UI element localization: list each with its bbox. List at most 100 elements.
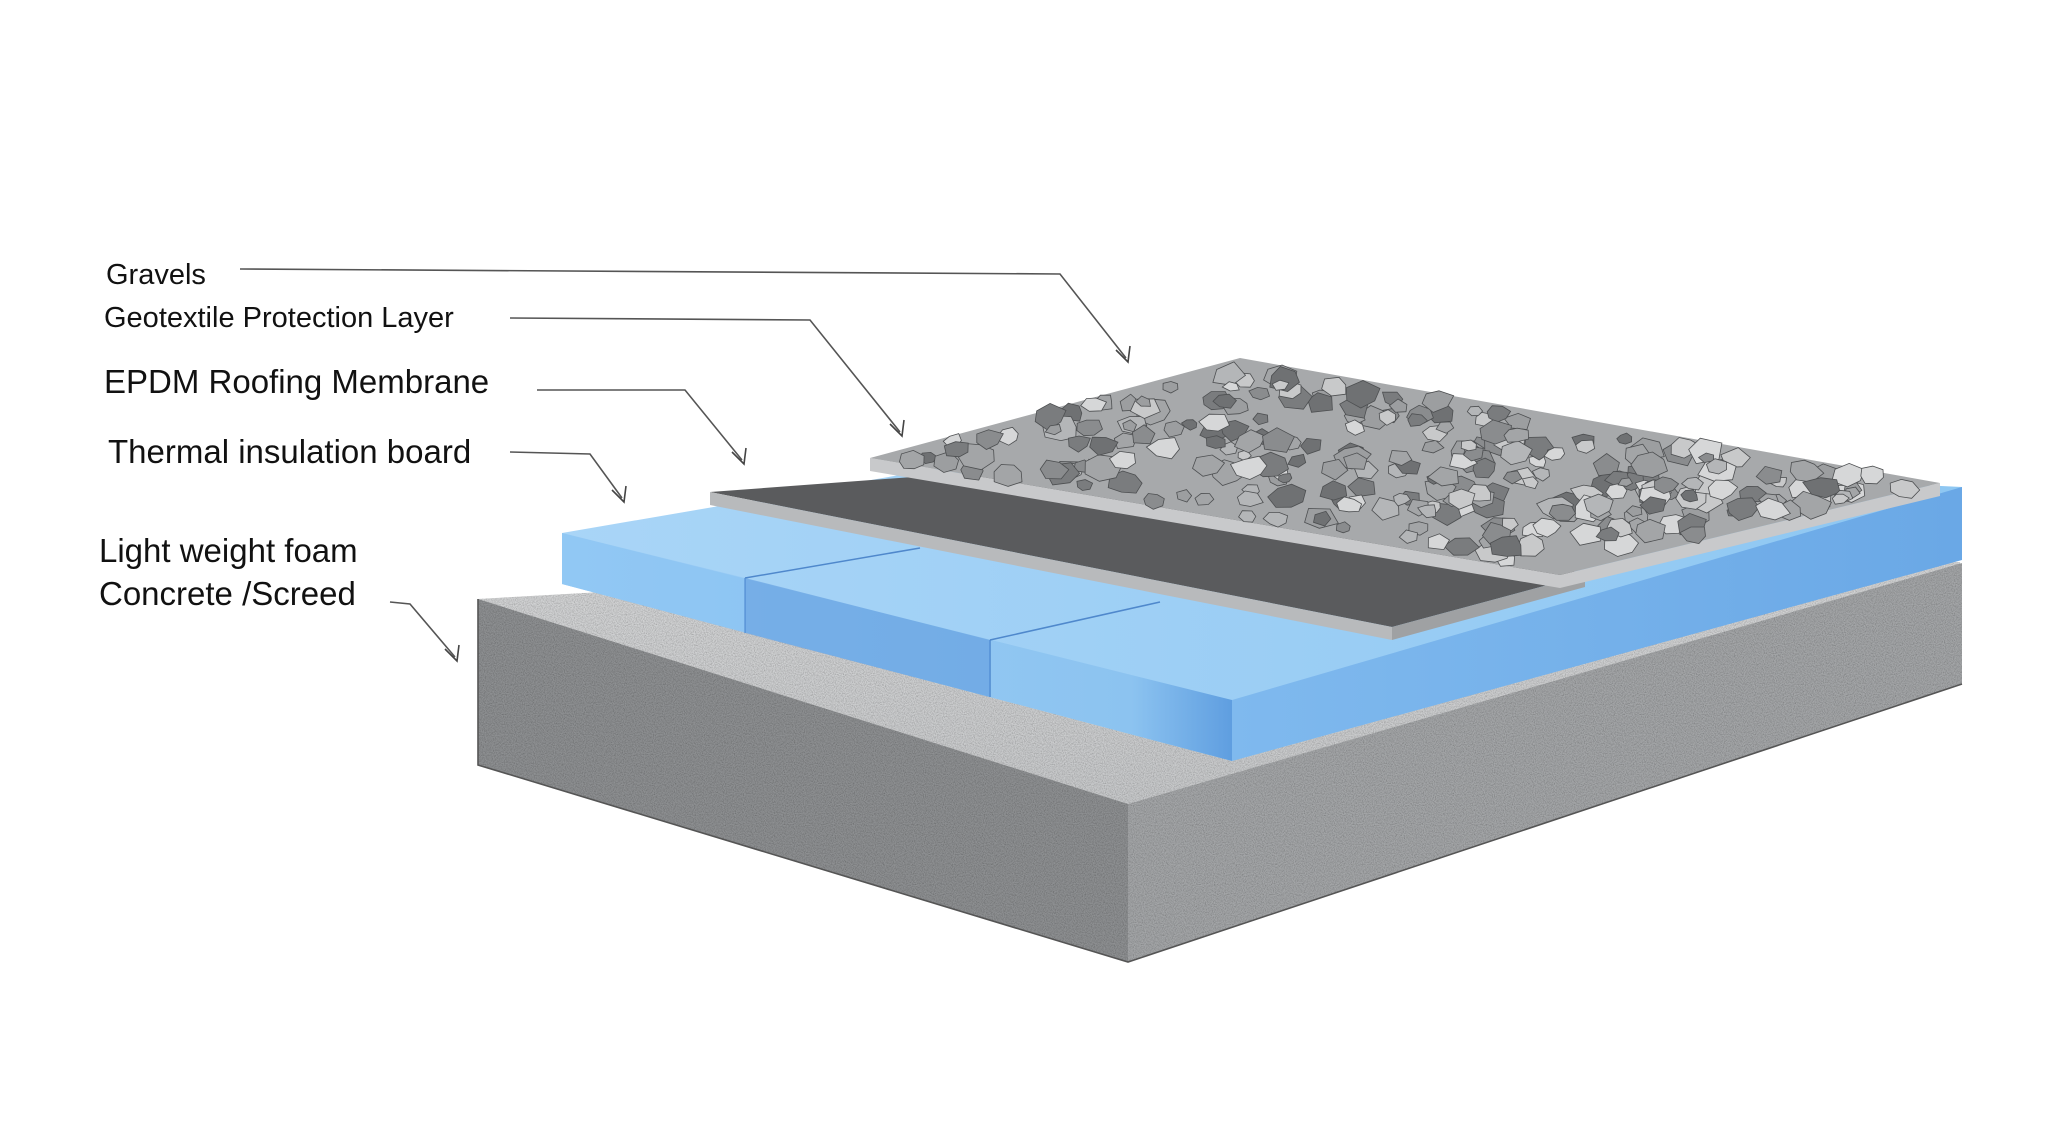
gravel-stone (1135, 395, 1151, 407)
arrow-gravels (1115, 345, 1131, 364)
gravel-stone (1044, 424, 1062, 436)
gravel-stone (1466, 405, 1484, 417)
gravel-stone (1345, 380, 1381, 409)
gravel-stone (1262, 512, 1289, 528)
gravel-stone (1347, 477, 1376, 498)
gravel-stone (1502, 470, 1523, 485)
gravel-stone (1407, 413, 1429, 427)
leader-insulation (509, 451, 623, 499)
gravel-stone (1617, 477, 1634, 487)
gravel-stone (1755, 465, 1783, 485)
gravel-stone (1248, 386, 1270, 401)
concrete-side-face (1128, 563, 1962, 962)
gravel-stone (1679, 526, 1706, 545)
gravel-stone (1236, 490, 1264, 507)
gravel-stone (1472, 457, 1496, 479)
label-gravels: Gravels (106, 259, 206, 291)
gravel-stone (1531, 467, 1550, 482)
leader-geotextile (509, 317, 901, 433)
gravel-stone (1262, 427, 1295, 453)
gravel-stone (1313, 510, 1332, 527)
gravel-stone (1421, 439, 1445, 454)
gravel-stone (1233, 429, 1266, 454)
gravel-stone (1287, 453, 1307, 468)
gravel-stone (1479, 419, 1512, 445)
geotextile-edge (870, 458, 1940, 588)
gravel-stone (1267, 483, 1307, 508)
gravel-stone (1393, 492, 1412, 507)
gravel-stone (1517, 533, 1545, 557)
gravel-stone (1616, 432, 1633, 445)
gravel-stone (1229, 455, 1268, 480)
gravel-stone (1122, 419, 1137, 433)
gravel-stone (1162, 381, 1179, 394)
gravel-stone (1080, 397, 1108, 412)
gravel-stone (976, 429, 1004, 450)
gravel-stone (1068, 435, 1091, 453)
gravel-stone (1548, 503, 1577, 521)
gravel-stone (1221, 381, 1240, 392)
gravel-stone (933, 451, 960, 473)
gravel-stone (1176, 489, 1193, 503)
gravel-stone (1398, 529, 1418, 544)
membrane-side-edge (1392, 575, 1585, 640)
gravel-stone (1145, 437, 1180, 460)
membrane-edge (710, 492, 1392, 640)
concrete-front-face (478, 599, 1128, 962)
gravel-stone (899, 449, 925, 470)
gravel-stone (1194, 493, 1215, 506)
gravel-stone (1344, 419, 1365, 436)
gravel-stone (1532, 517, 1562, 538)
gravel-stone (1378, 409, 1397, 426)
leader-epdm (537, 389, 743, 461)
gravel-stones (899, 361, 1921, 567)
gravel-stone (1335, 521, 1351, 534)
gravel-stone (1076, 419, 1103, 437)
gravel-stone (997, 426, 1019, 446)
gravel-stone (1583, 493, 1614, 518)
gravel-stone (1108, 450, 1136, 470)
gravel-stone (1680, 489, 1699, 503)
gravel-stone (1205, 435, 1226, 449)
gravel-stone (1635, 518, 1666, 544)
gravel-stone (1502, 517, 1519, 532)
gravel-stone (1630, 451, 1668, 478)
gravel-stone (1427, 533, 1451, 551)
label-epdm: EPDM Roofing Membrane (104, 363, 489, 400)
gravel-stone (1802, 477, 1841, 499)
gravel-stone (1543, 447, 1566, 461)
gravel-stone (1705, 458, 1727, 475)
gravel-stone (1791, 490, 1832, 520)
gravel-stone (1435, 421, 1455, 434)
gravel-stone (1625, 505, 1643, 518)
gravel-stone (1300, 437, 1322, 455)
arrow-concrete (444, 644, 460, 663)
gravel-stone (1726, 497, 1760, 522)
gravel-stone (1639, 496, 1667, 515)
gravel-stone (943, 441, 969, 458)
gravel-stone (1503, 427, 1530, 443)
epdm-membrane-layer (710, 455, 1585, 640)
gravel-stone (1595, 526, 1620, 542)
gravel-stone (1319, 480, 1348, 501)
leader-lines (239, 268, 1131, 663)
gravel-stone (1180, 419, 1198, 431)
gravel-stone (1575, 439, 1596, 454)
arrow-insulation (611, 485, 627, 504)
gravel-stone (1076, 479, 1094, 491)
gravel-stone (1278, 473, 1293, 484)
label-concrete-line1: Light weight foam (99, 532, 358, 569)
gravel-stone (1707, 479, 1739, 501)
insulation-side-face (1232, 487, 1962, 761)
gravel-stone (1460, 439, 1477, 452)
gravel-stone (1238, 510, 1257, 523)
gravel-stone (1212, 361, 1247, 386)
gravel-stone (1143, 493, 1165, 510)
gravel-stone (1489, 535, 1522, 557)
gravel-stone (1427, 466, 1459, 487)
gravel-stone (1198, 413, 1231, 432)
gravel-stone (1417, 504, 1437, 519)
gravel-stone (1336, 496, 1363, 513)
gravel-stone (1371, 497, 1400, 521)
